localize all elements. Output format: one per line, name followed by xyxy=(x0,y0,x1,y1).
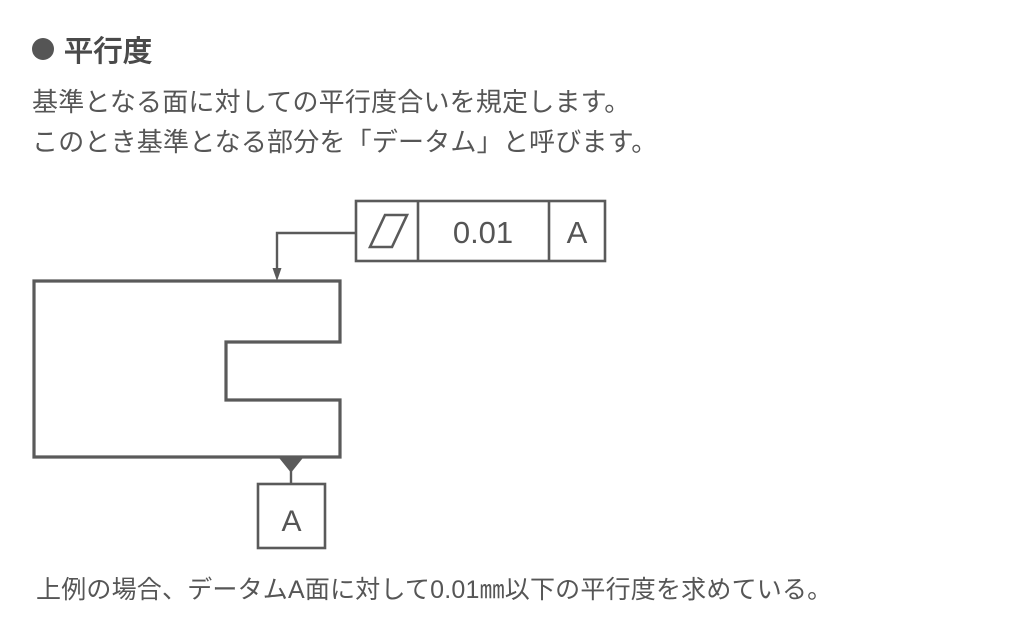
page-title-label: 平行度 xyxy=(64,36,153,68)
parallelism-symbol xyxy=(367,213,410,249)
tolerance-value: 0.01 xyxy=(453,215,513,250)
page-title: 平行度 xyxy=(32,28,153,70)
description-line-1: 基準となる面に対しての平行度合いを規定します。 xyxy=(32,87,631,117)
bullet-icon xyxy=(32,38,54,60)
datum-label-box xyxy=(256,482,327,550)
description-line-2: このとき基準となる部分を「データム」と呼びます。 xyxy=(32,127,658,157)
feature-control-frame: 0.01 A xyxy=(354,199,607,263)
datum-feature-symbol: A xyxy=(256,456,327,550)
c-shaped-bracket-profile xyxy=(32,279,342,459)
datum-reference-letter: A xyxy=(567,215,588,250)
leader-line-with-arrow xyxy=(275,231,356,274)
datum-label: A xyxy=(281,505,301,538)
fcf-outer-box xyxy=(354,199,607,263)
datum-triangle-icon xyxy=(277,456,305,473)
leader-arrowhead-icon xyxy=(272,268,282,281)
caption-text: 上例の場合、データムA面に対して0.01㎜以下の平行度を求めている。 xyxy=(36,576,833,604)
